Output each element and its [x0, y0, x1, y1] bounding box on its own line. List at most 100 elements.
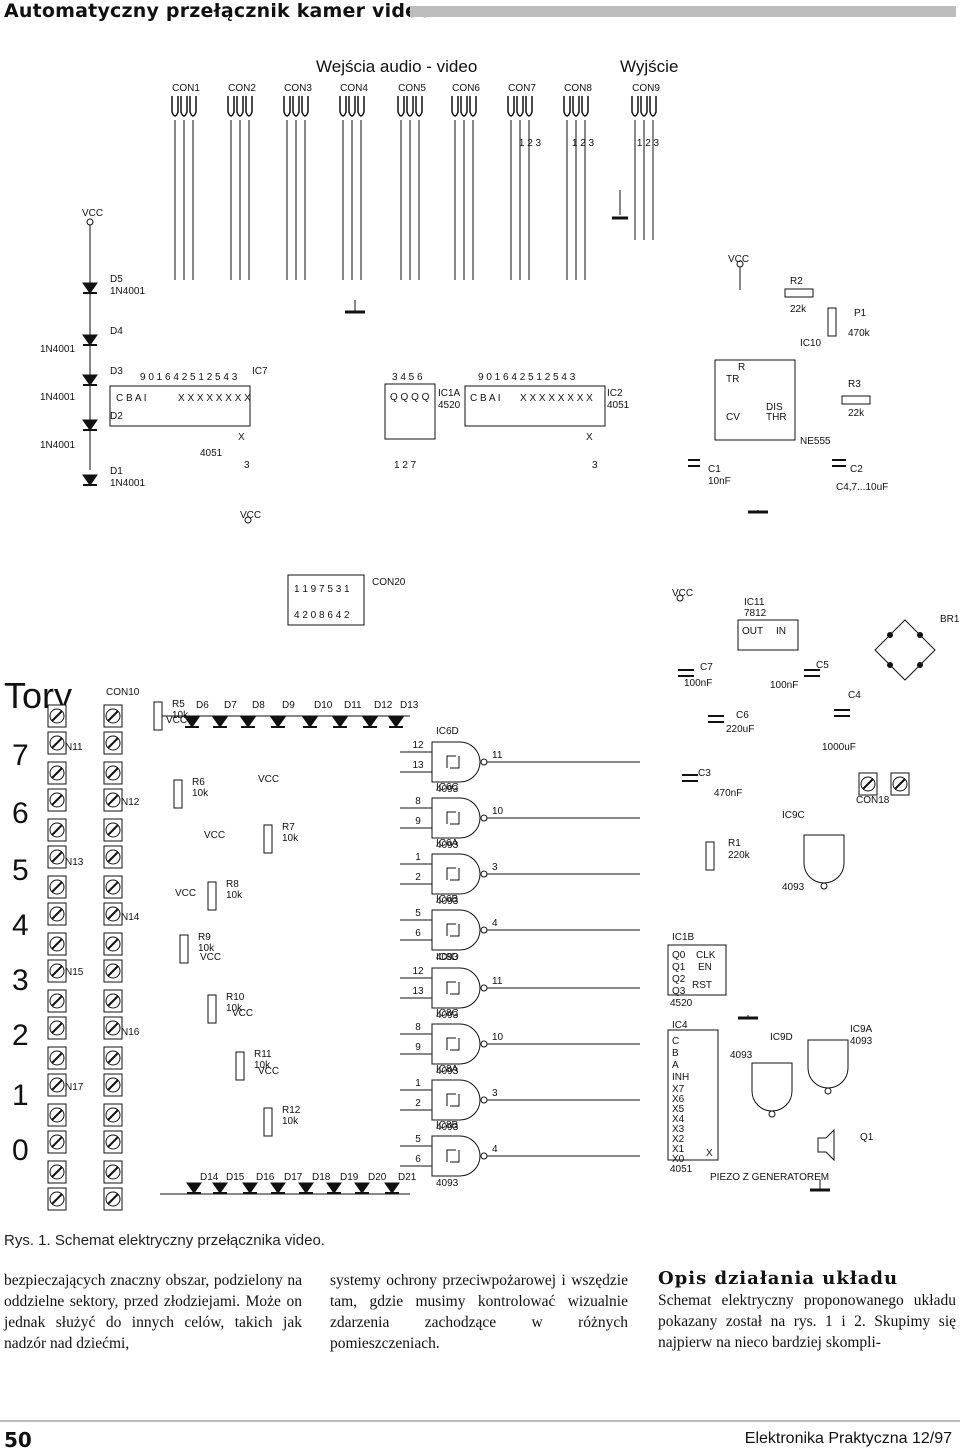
- resistor: [153, 701, 163, 731]
- part-value: 10k: [192, 788, 209, 799]
- pin-number: 3: [492, 1088, 498, 1099]
- part-name: R3: [848, 379, 861, 390]
- rca-pin: [525, 96, 533, 117]
- part-name: C4: [848, 690, 861, 701]
- diode-name: D16: [256, 1172, 275, 1183]
- diode: [354, 1182, 370, 1194]
- connector-label: CON11: [50, 742, 83, 753]
- pin-number: 12: [412, 966, 424, 977]
- ic-part: 4093: [436, 1010, 459, 1021]
- pin-numbers: 9 0 1 6 4 2 5 1 2 5 4 3: [478, 372, 576, 383]
- part-name: Q1: [860, 1132, 874, 1143]
- diode: [270, 1182, 286, 1194]
- pin-names: C: [672, 1036, 679, 1047]
- diode-name: D15: [226, 1172, 245, 1183]
- resistor: [207, 994, 217, 1024]
- part-name: R8: [226, 879, 239, 890]
- resistor: [263, 1107, 273, 1137]
- vcc-label: VCC: [728, 254, 749, 265]
- ic-name: IC6B: [436, 894, 459, 905]
- diode: [184, 716, 200, 728]
- diode-part: 1N4001: [110, 478, 145, 489]
- rca-pin: [631, 96, 639, 117]
- screw-slot: [894, 778, 906, 790]
- ic2-box: [464, 385, 606, 427]
- rca-pin: [357, 96, 365, 117]
- schmitt-symbol: [446, 1149, 460, 1163]
- ic-part: 4093: [436, 896, 459, 907]
- gate-bubble: [480, 814, 488, 822]
- bridge-label: BR1: [940, 614, 960, 625]
- ic-name: IC8D: [436, 952, 459, 963]
- connector-label: CON13: [50, 857, 84, 868]
- gate-bubble: [480, 1040, 488, 1048]
- nand-gate-ic9d: [751, 1062, 793, 1112]
- nand-gate-ic9a: [807, 1039, 849, 1089]
- pin-label: 1 2 3: [637, 138, 660, 149]
- header-bar: [410, 6, 956, 17]
- pin-names: THR: [766, 412, 787, 423]
- rca-pin: [563, 96, 571, 117]
- diode-name: D13: [400, 700, 419, 711]
- vcc-label: VCC: [258, 774, 279, 785]
- nand-gate: [431, 967, 481, 1009]
- part-label: 1N4001: [40, 440, 75, 451]
- screw-slot: [51, 851, 63, 863]
- part-value: 1000uF: [822, 742, 856, 753]
- rca-pin: [301, 96, 309, 117]
- nand-gate-ic9c: [803, 834, 845, 884]
- pin-names: X: [586, 432, 593, 443]
- connector-label: CON20: [372, 577, 406, 588]
- con20-box: [287, 574, 365, 626]
- part-value: 470k: [848, 328, 871, 339]
- connector-label: CON18: [856, 795, 890, 806]
- nand-gate: [431, 853, 481, 895]
- part-value: 10k: [198, 943, 215, 954]
- diode-name: D8: [252, 700, 265, 711]
- body-text: bezpieczających znaczny obszar, podzielo…: [0, 1268, 960, 1380]
- pin-names: C B A I: [116, 393, 147, 404]
- pin-number: 5: [415, 1134, 421, 1145]
- diode-name: D3: [110, 366, 123, 377]
- rca-pin: [227, 96, 235, 117]
- part-name: R1: [728, 838, 741, 849]
- part-name: C7: [700, 662, 713, 673]
- screw-slot: [107, 1022, 119, 1034]
- pin-names: CV: [726, 412, 740, 423]
- track-number: 3: [12, 964, 29, 997]
- piezo-label: PIEZO Z GENERATOREM: [710, 1172, 829, 1183]
- screw-slot: [107, 1052, 119, 1064]
- diode-name: D21: [398, 1172, 417, 1183]
- part-name: R7: [282, 822, 295, 833]
- screw-slot: [107, 851, 119, 863]
- page-header: Automatyczny przełącznik kamer video: [0, 0, 960, 26]
- connector-label: CON14: [106, 912, 140, 923]
- part-name: C6: [736, 710, 749, 721]
- part-value: 100nF: [770, 680, 798, 691]
- rca-pin: [507, 96, 515, 117]
- part-name: C3: [698, 768, 711, 779]
- pin-number: 8: [415, 796, 421, 807]
- rca-pin: [572, 96, 580, 117]
- part-name: R9: [198, 932, 211, 943]
- diode: [298, 1182, 314, 1194]
- diode: [82, 419, 98, 431]
- pin-numbers: 1 1 9 7 5 3 1: [294, 584, 350, 595]
- connector-label: CON3: [284, 83, 312, 94]
- ic-name: IC11: [744, 597, 765, 608]
- diode: [384, 1182, 400, 1194]
- pin-names: Q3: [672, 986, 686, 997]
- ic7-box: [109, 385, 251, 427]
- ic-name: IC1A: [438, 388, 461, 399]
- screw-slot: [51, 908, 63, 920]
- screw-slot: [51, 767, 63, 779]
- ic-name: IC2: [607, 388, 623, 399]
- vcc-label: VCC: [204, 830, 225, 841]
- pin-names: C B A I: [470, 393, 501, 404]
- ic-part: 4093: [782, 882, 805, 893]
- screw-slot: [51, 1052, 63, 1064]
- pin-names: INH: [672, 1072, 689, 1083]
- ic-name: IC6D: [436, 726, 459, 737]
- vcc-node: [244, 516, 252, 524]
- pin-number: 8: [415, 1022, 421, 1033]
